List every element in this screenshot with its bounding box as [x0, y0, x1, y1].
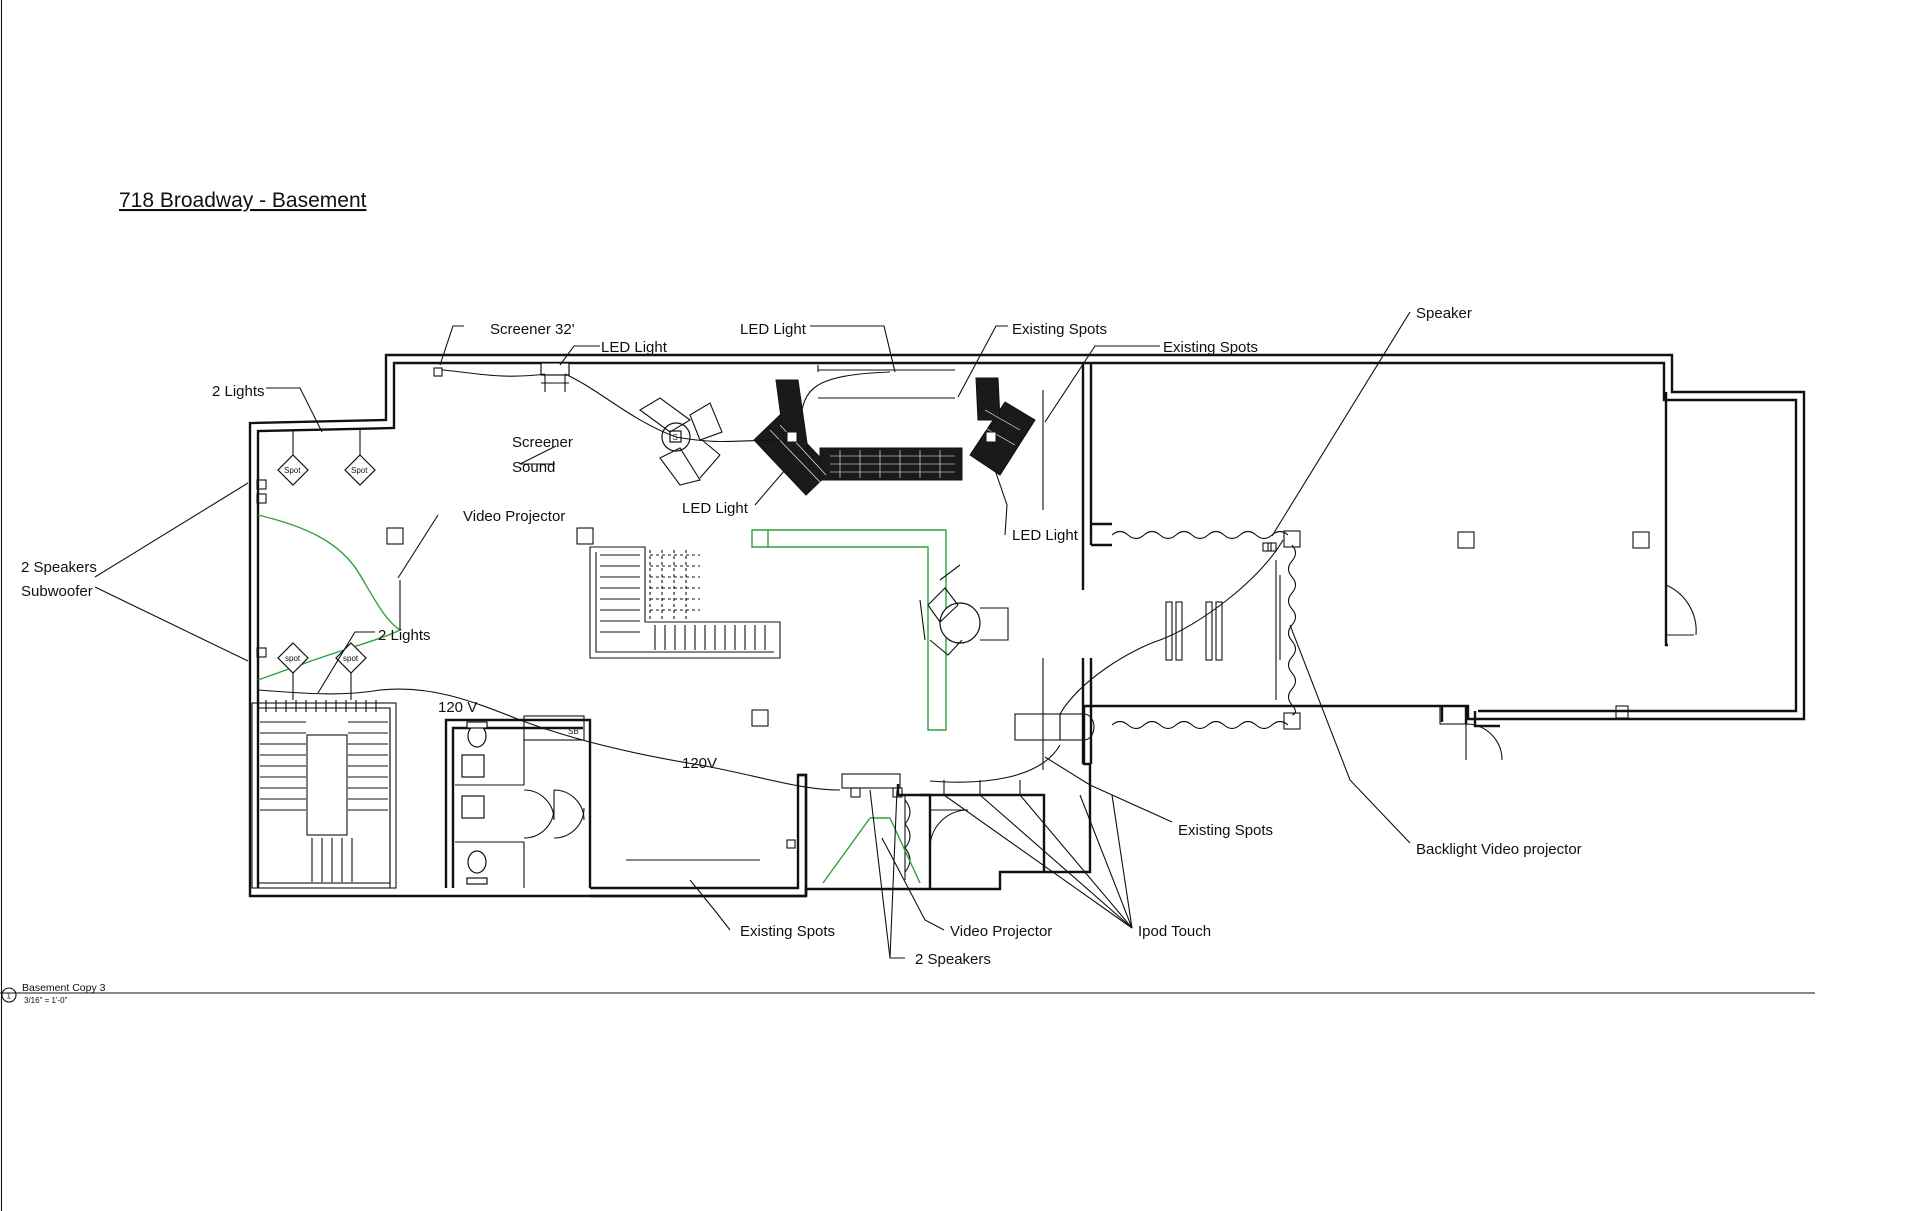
label-video-projector-left: Video Projector — [463, 508, 565, 525]
outer-walls — [248, 353, 1806, 898]
sb-symbol: SB — [568, 727, 579, 736]
vestibule — [590, 773, 1046, 898]
drawing-title: 718 Broadway - Basement — [119, 189, 367, 212]
label-subwoofer: Subwoofer — [21, 583, 93, 600]
columns — [256, 367, 1650, 849]
label-led-light-mid: LED Light — [682, 500, 749, 517]
spot-lights: Spot Spot spot spot — [277, 430, 376, 700]
label-speaker: Speaker — [1416, 305, 1472, 322]
label-video-projector-bottom: Video Projector — [950, 923, 1052, 940]
label-ipod-touch: Ipod Touch — [1138, 923, 1211, 940]
video-projector-left — [257, 514, 402, 681]
spot-label-4: spot — [343, 654, 359, 663]
interior-walls — [1081, 363, 1697, 764]
label-2-lights-top: 2 Lights — [212, 383, 265, 400]
view-label: Basement Copy 3 — [22, 982, 106, 994]
speaker-symbol-pod: S — [673, 433, 678, 442]
view-number: 1 — [7, 992, 12, 1001]
truss-pod-right — [919, 564, 1009, 656]
label-screener-32: Screener 32' — [490, 321, 575, 338]
label-led-light-top-left: LED Light — [601, 339, 668, 356]
label-2-speakers: 2 Speakers — [21, 559, 97, 576]
label-existing-spots-right: Existing Spots — [1178, 822, 1273, 839]
label-120v-1: 120 V — [438, 699, 477, 716]
label-backlight-video-projector: Backlight Video projector — [1416, 841, 1582, 858]
spot-label-1: Spot — [284, 466, 301, 475]
label-sound: Sound — [512, 459, 555, 476]
label-2-speakers-bottom: 2 Speakers — [915, 951, 991, 968]
label-existing-spots-top-1: Existing Spots — [1012, 321, 1107, 338]
led-light-fixture — [540, 362, 570, 392]
leader-lines — [94, 311, 1411, 959]
view-title: 1 Basement Copy 3 3/16" = 1'-0" — [0, 982, 1815, 1005]
label-existing-spots-top-2: Existing Spots — [1163, 339, 1258, 356]
label-screener: Screener — [512, 434, 573, 451]
label-120v-2: 120V — [682, 755, 717, 772]
led-truss-stage — [753, 377, 1036, 496]
speakers-bottom — [850, 787, 903, 798]
view-scale: 3/16" = 1'-0" — [24, 996, 68, 1005]
restrooms: SB — [444, 715, 592, 888]
spot-label-2: Spot — [351, 466, 368, 475]
l-shaped-counter — [589, 546, 781, 659]
green-screen-path — [751, 529, 947, 731]
label-2-lights-bottom: 2 Lights — [378, 627, 431, 644]
backlight-projector — [1014, 713, 1095, 741]
stairwell — [251, 700, 397, 889]
label-existing-spots-bottom: Existing Spots — [740, 923, 835, 940]
label-led-light-top: LED Light — [740, 321, 807, 338]
backlight-screen — [1111, 530, 1301, 730]
wiring — [257, 369, 1284, 791]
spot-label-3: spot — [285, 654, 301, 663]
label-led-light-right: LED Light — [1012, 527, 1079, 544]
